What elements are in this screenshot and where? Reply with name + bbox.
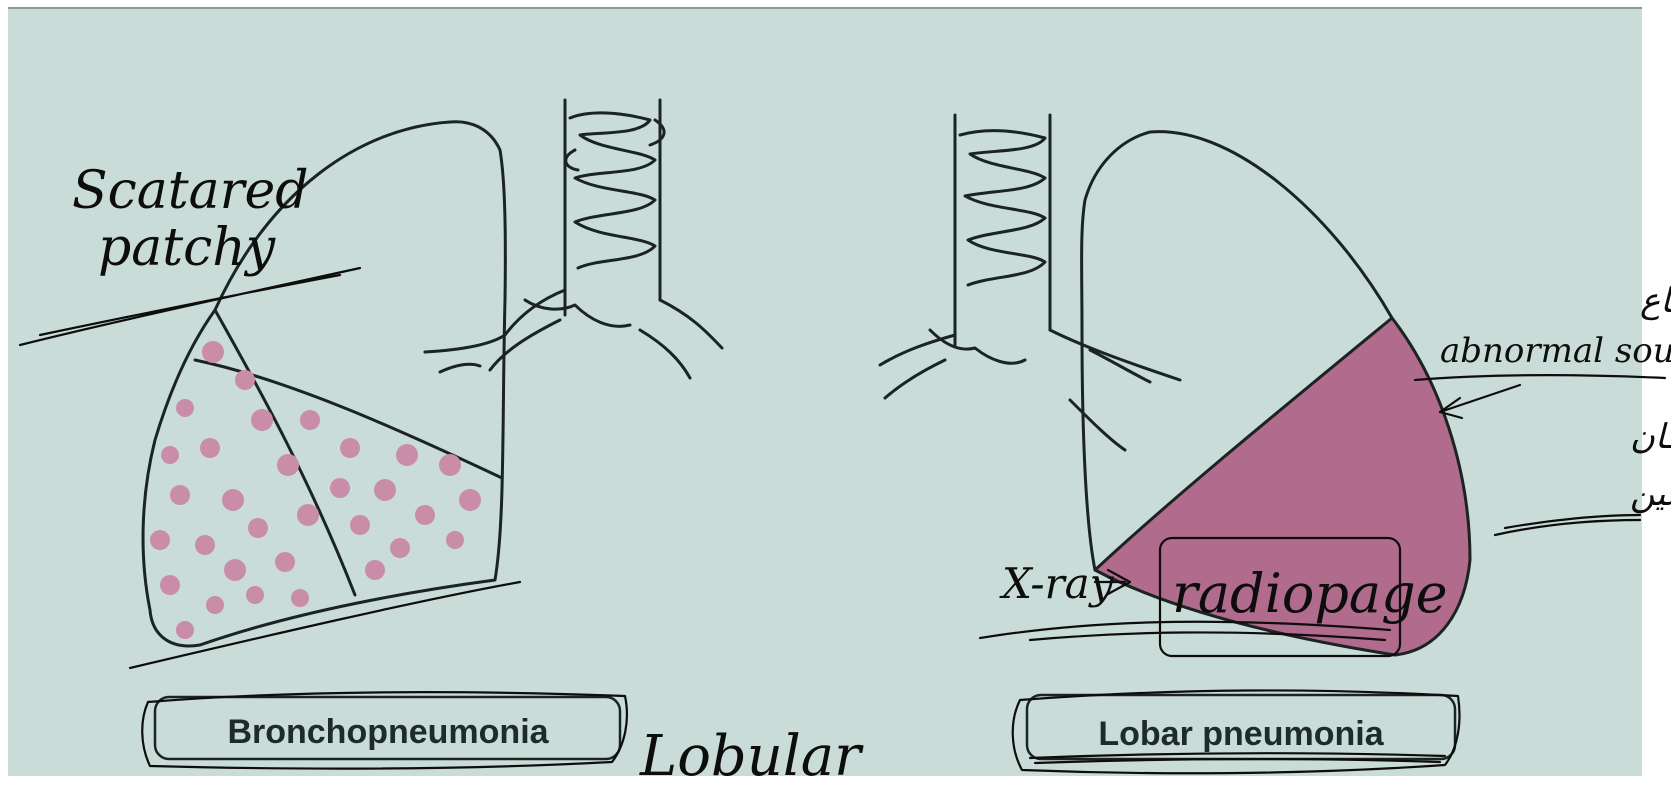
annotation-abnormal-sound: abnormal sound (1440, 331, 1671, 371)
annotation-lobular: Lobular (639, 724, 864, 789)
annotation-scatared: Scatared (72, 161, 309, 221)
annotation-arabic-3: معين (1630, 474, 1671, 514)
annotation-arabic-1: سماع (1640, 281, 1671, 321)
annotation-xray: X-ray (999, 559, 1115, 608)
annotation-radiopaque: radiopage (1172, 562, 1448, 625)
annotation-arabic-2: في مكان (1630, 417, 1671, 457)
annotation-patchy: patchy (98, 218, 276, 278)
right-caption: Lobar pneumonia (1098, 715, 1384, 753)
left-caption: Bronchopneumonia (227, 713, 549, 751)
